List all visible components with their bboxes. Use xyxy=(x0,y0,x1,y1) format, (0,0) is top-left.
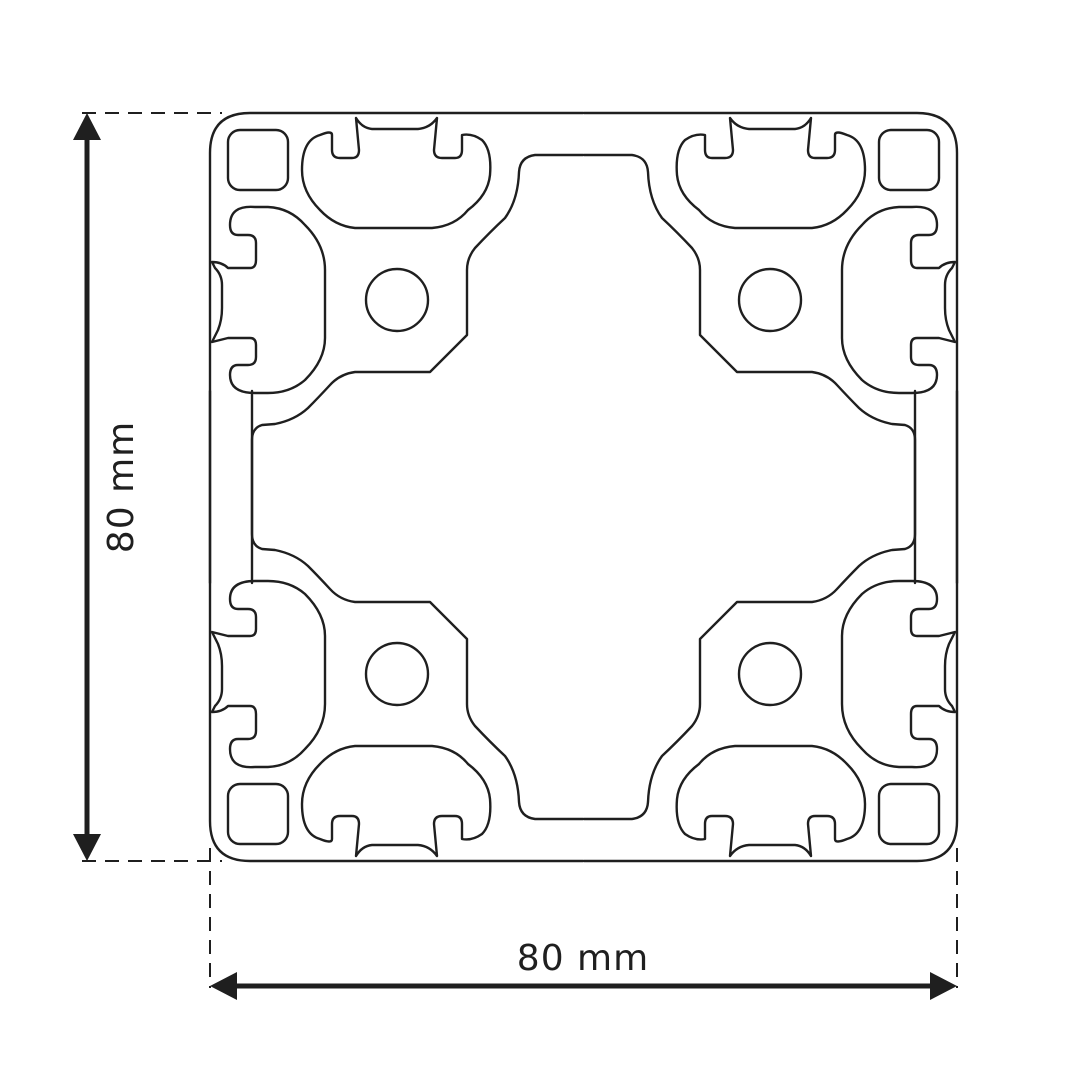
arrow-down-icon xyxy=(73,834,101,861)
height-dimension: 80 mm xyxy=(73,113,142,861)
height-label: 80 mm xyxy=(101,421,142,553)
width-label: 80 mm xyxy=(517,938,649,979)
quadrant-top-right xyxy=(582,111,959,585)
arrow-left-icon xyxy=(210,972,237,1000)
quadrant-bottom-left xyxy=(208,389,585,863)
arrow-up-icon xyxy=(73,113,101,140)
quadrant-bottom-right xyxy=(582,389,959,863)
quadrant-top-left xyxy=(208,111,585,585)
width-dimension: 80 mm xyxy=(210,938,957,1000)
arrow-right-icon xyxy=(930,972,957,1000)
